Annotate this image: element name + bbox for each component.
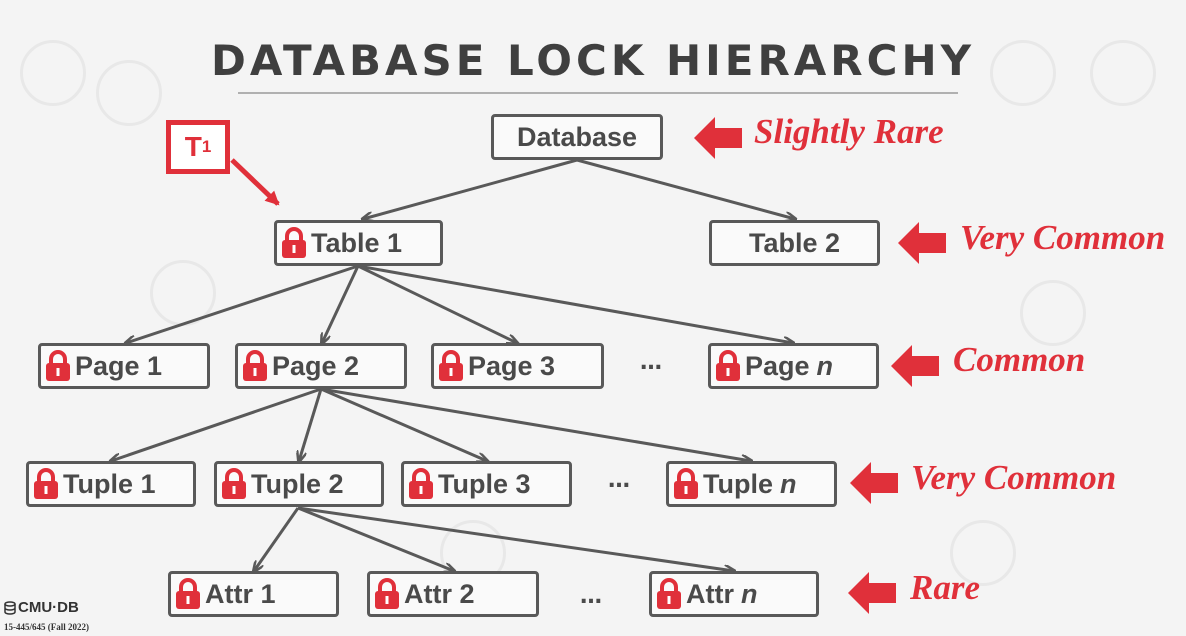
node-table1: Table 1 [274,220,443,266]
edge-page2-tuple1 [111,387,322,461]
node-attr2-label: Attr 2 [404,578,475,609]
edge-page2-tuple3 [320,387,487,461]
level-label-table: Very Common [960,218,1166,257]
node-page1-label: Page 1 [75,350,163,381]
edge-page2-tuplen [320,387,751,461]
edge-table1-page3 [357,264,517,343]
edge-table1-page1 [126,264,359,343]
tuple-ellipsis: … [608,468,630,493]
left-arrow-icon [891,345,939,387]
node-tuple1-label: Tuple 1 [63,468,156,499]
edge-tuple2-attrn [297,506,734,571]
node-page3: Page 3 [431,343,604,389]
node-attr1-label: Attr 1 [205,578,276,609]
left-arrow-icon [850,462,898,504]
logo-text: CMU·DB [18,599,79,616]
lock-icon [657,578,681,609]
lock-icon [282,227,306,258]
page-ellipsis: … [640,350,662,375]
level-label-database: Slightly Rare [754,112,944,151]
transaction-label: T [184,131,202,162]
node-attrn-n: n [741,578,758,609]
node-tuple2-label: Tuple 2 [251,468,344,499]
node-pagen-label: Page [745,350,810,381]
lock-icon [243,350,267,381]
node-database-label: Database [516,121,638,152]
t1-pointer-arrow [230,158,280,206]
edge-tuple2-attr2 [297,506,454,571]
node-attr1: Attr 1 [168,571,339,617]
node-page2: Page 2 [235,343,407,389]
edge-table1-pagen [357,264,793,343]
left-arrow-icon [848,572,896,614]
lock-icon [375,578,399,609]
lock-icon [674,468,698,499]
level-label-attr: Rare [910,568,980,607]
node-table1-label: Table 1 [311,227,403,258]
lock-icon [222,468,246,499]
lock-icon [409,468,433,499]
left-arrow-icon [694,117,742,159]
node-page2-label: Page 2 [272,350,360,381]
title-underline [238,92,958,94]
lock-icon [439,350,463,381]
attr-ellipsis: … [580,584,602,609]
course-label: 15-445/645 (Fall 2022) [4,622,89,632]
node-table2-label: Table 2 [748,227,841,258]
level-label-tuple: Very Common [911,458,1117,497]
node-tuplen-n: n [780,468,797,499]
node-database: Database [491,114,663,160]
node-attrn-label: Attr [686,578,734,609]
node-page3-label: Page 3 [468,350,556,381]
edge-tuple2-attr1 [254,507,300,571]
slide-title: DATABASE LOCK HIERARCHY [210,36,976,85]
node-attr2: Attr 2 [367,571,539,617]
node-tuple3: Tuple 3 [401,461,572,507]
edge-table1-page2 [322,265,360,343]
lock-icon [176,578,200,609]
cmu-db-logo: CMU·DB [4,599,79,616]
node-tuplen-label: Tuple [703,468,773,499]
transaction-subscript: 1 [201,137,212,156]
node-table2: Table 2 [709,220,880,266]
lock-icon [46,350,70,381]
node-tuple1: Tuple 1 [26,461,196,507]
level-label-page: Common [953,340,1086,379]
lock-icon [716,350,740,381]
database-icon [4,600,16,615]
lock-icon [34,468,58,499]
node-page1: Page 1 [38,343,210,389]
edge-database-table2 [576,158,795,219]
node-pagen-n: n [816,350,834,381]
node-tuple3-label: Tuple 3 [438,468,531,499]
edge-database-table1 [363,158,578,219]
node-tuple2: Tuple 2 [214,461,384,507]
left-arrow-icon [898,222,946,264]
edge-page2-tuple2 [299,388,323,461]
